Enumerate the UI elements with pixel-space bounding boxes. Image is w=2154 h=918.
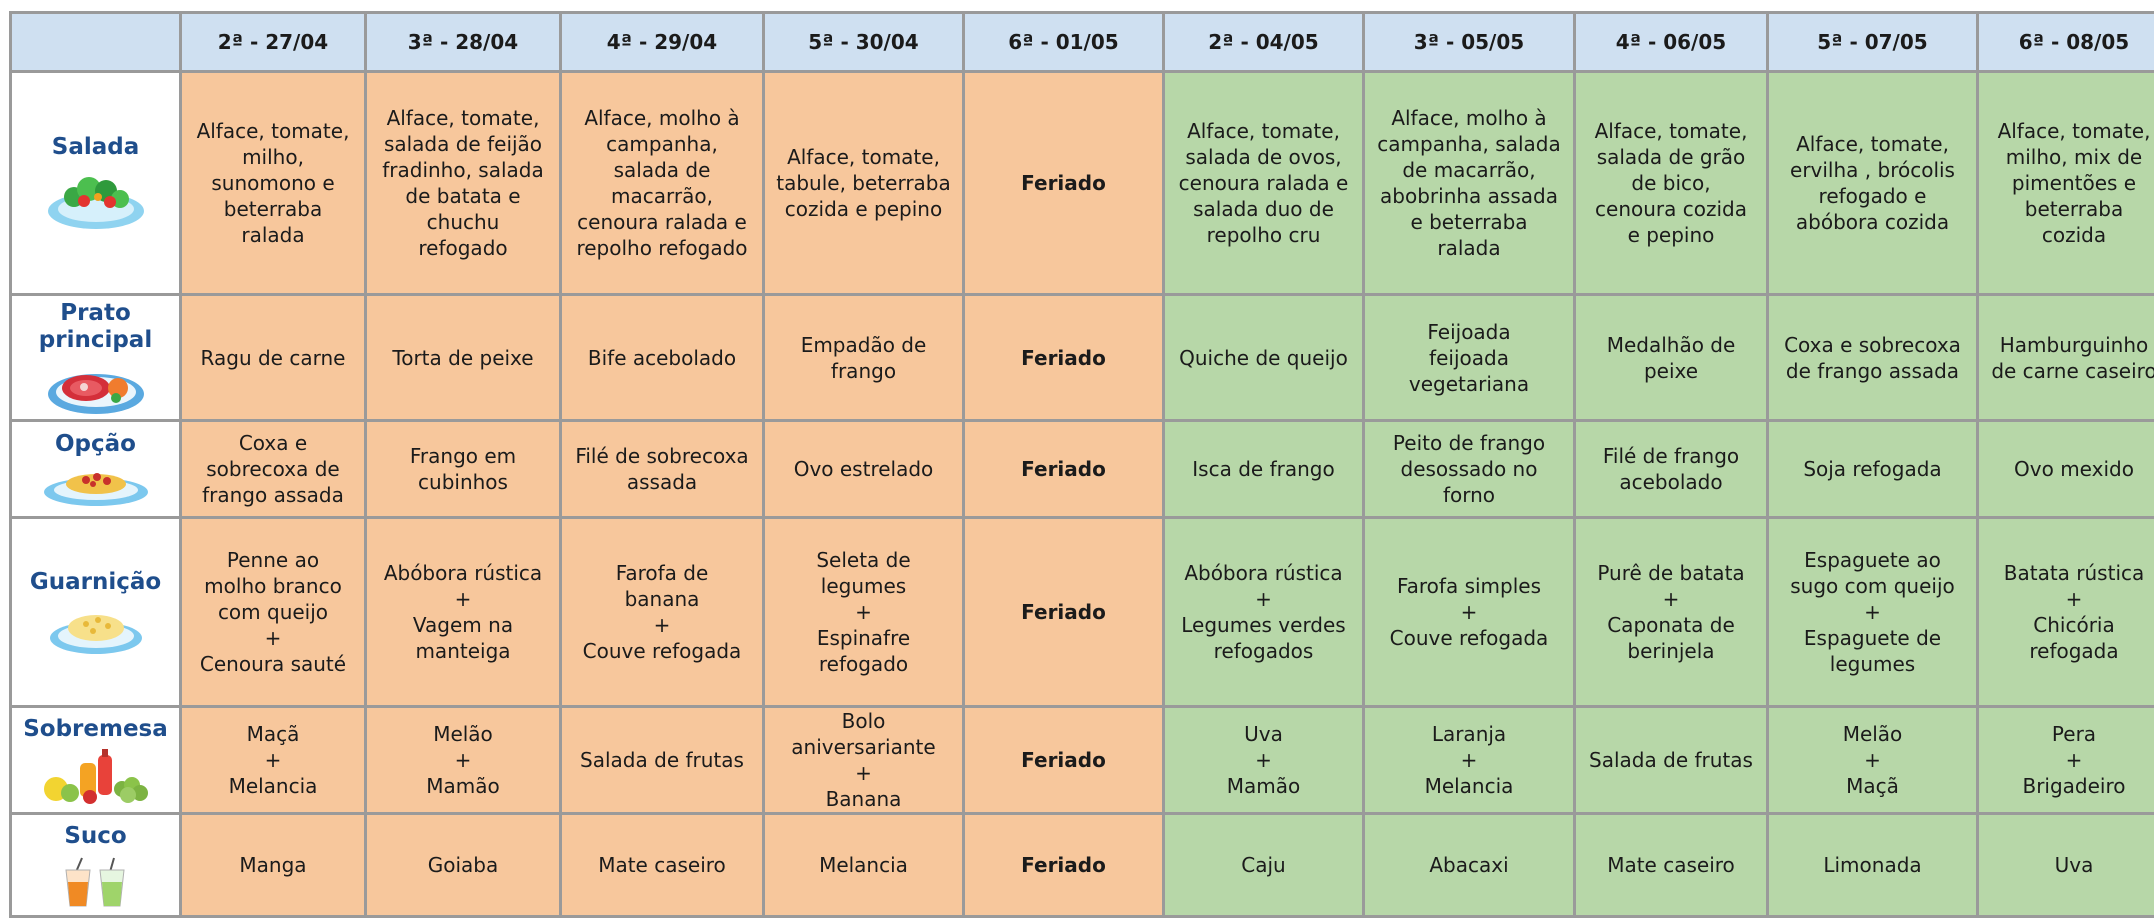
category-cell: Opção xyxy=(11,421,181,518)
menu-cell: Alface, tomate, milho, mix de pimentões … xyxy=(1978,72,2154,295)
header-corner xyxy=(11,13,181,72)
day-header: 3ª - 05/05 xyxy=(1364,13,1575,72)
menu-cell: Hamburguinho de carne caseiro xyxy=(1978,295,2154,421)
category-cell: Sobremesa xyxy=(11,707,181,814)
holiday-cell: Feriado xyxy=(964,295,1164,421)
category-cell: Suco xyxy=(11,814,181,917)
menu-cell: Alface, tomate, ervilha , brócolis refog… xyxy=(1768,72,1978,295)
menu-cell: Ragu de carne xyxy=(181,295,366,421)
menu-cell: Soja refogada xyxy=(1768,421,1978,518)
menu-cell: Seleta de legumes + Espinafre refogado xyxy=(764,518,964,707)
menu-cell: Abóbora rústica + Vagem na manteiga xyxy=(366,518,561,707)
category-label: Prato principal xyxy=(18,300,173,354)
pasta-plate-icon xyxy=(41,464,151,508)
menu-cell: Salada de frutas xyxy=(561,707,764,814)
menu-cell: Alface, tomate, milho, sunomono e beterr… xyxy=(181,72,366,295)
menu-cell: Espaguete ao sugo com queijo + Espaguete… xyxy=(1768,518,1978,707)
day-header: 6ª - 01/05 xyxy=(964,13,1164,72)
category-label: Sobremesa xyxy=(18,716,173,743)
category-cell: Salada xyxy=(11,72,181,295)
menu-cell: Farofa simples + Couve refogada xyxy=(1364,518,1575,707)
day-header: 2ª - 04/05 xyxy=(1164,13,1364,72)
category-label: Opção xyxy=(18,431,173,458)
holiday-cell: Feriado xyxy=(964,72,1164,295)
menu-cell: Melão + Maçã xyxy=(1768,707,1978,814)
menu-cell: Ovo estrelado xyxy=(764,421,964,518)
holiday-cell: Feriado xyxy=(964,518,1164,707)
menu-row-suco: Suco Manga Goiaba Mate caseiro Melancia … xyxy=(11,814,2154,917)
holiday-cell: Feriado xyxy=(964,421,1164,518)
menu-cell: Peito de frango desossado no forno xyxy=(1364,421,1575,518)
menu-cell: Bolo aniversariante + Banana xyxy=(764,707,964,814)
category-label: Guarnição xyxy=(18,569,173,596)
menu-row-prato-principal: Prato principal Ragu de carne Torta de p… xyxy=(11,295,2154,421)
menu-cell: Medalhão de peixe xyxy=(1575,295,1768,421)
menu-cell: Manga xyxy=(181,814,366,917)
menu-cell: Abóbora rústica + Legumes verdes refogad… xyxy=(1164,518,1364,707)
menu-cell: Laranja + Melancia xyxy=(1364,707,1575,814)
menu-cell: Torta de peixe xyxy=(366,295,561,421)
menu-cell: Quiche de queijo xyxy=(1164,295,1364,421)
day-header: 5ª - 07/05 xyxy=(1768,13,1978,72)
menu-cell: Alface, molho à campanha, salada de maca… xyxy=(1364,72,1575,295)
day-header: 6ª - 08/05 xyxy=(1978,13,2154,72)
menu-row-salada: Salada Alface, tomate, milho, sunomono e… xyxy=(11,72,2154,295)
menu-cell: Isca de frango xyxy=(1164,421,1364,518)
menu-cell: Alface, tomate, salada de grão de bico, … xyxy=(1575,72,1768,295)
weekly-menu-frame: 2ª - 27/04 3ª - 28/04 4ª - 29/04 5ª - 30… xyxy=(9,11,2154,918)
menu-cell: Feijoada feijoada vegetariana xyxy=(1364,295,1575,421)
menu-cell: Batata rústica + Chicória refogada xyxy=(1978,518,2154,707)
fruits-icon xyxy=(36,749,156,805)
day-header: 2ª - 27/04 xyxy=(181,13,366,72)
header-row: 2ª - 27/04 3ª - 28/04 4ª - 29/04 5ª - 30… xyxy=(11,13,2154,72)
menu-cell: Farofa de banana + Couve refogada xyxy=(561,518,764,707)
menu-row-opcao: Opção Coxa e sobrecoxa de frango assada … xyxy=(11,421,2154,518)
menu-cell: Melancia xyxy=(764,814,964,917)
salad-plate-icon xyxy=(44,167,148,233)
menu-cell: Ovo mexido xyxy=(1978,421,2154,518)
weekly-menu-table: 2ª - 27/04 3ª - 28/04 4ª - 29/04 5ª - 30… xyxy=(9,11,2154,918)
menu-cell: Alface, molho à campanha, salada de maca… xyxy=(561,72,764,295)
category-cell: Guarnição xyxy=(11,518,181,707)
menu-cell: Caju xyxy=(1164,814,1364,917)
menu-cell: Mate caseiro xyxy=(1575,814,1768,917)
menu-cell: Melão + Mamão xyxy=(366,707,561,814)
menu-cell: Purê de batata + Caponata de berinjela xyxy=(1575,518,1768,707)
menu-cell: Alface, tomate, salada de ovos, cenoura … xyxy=(1164,72,1364,295)
menu-cell: Bife acebolado xyxy=(561,295,764,421)
menu-row-sobremesa: Sobremesa Maçã + Melancia xyxy=(11,707,2154,814)
menu-row-guarnicao: Guarnição Penne ao molho branco com quei… xyxy=(11,518,2154,707)
menu-cell: Alface, tomate, salada de feijão fradinh… xyxy=(366,72,561,295)
menu-cell: Pera + Brigadeiro xyxy=(1978,707,2154,814)
menu-cell: Uva xyxy=(1978,814,2154,917)
category-label: Salada xyxy=(18,134,173,161)
menu-cell: Limonada xyxy=(1768,814,1978,917)
day-header: 4ª - 06/05 xyxy=(1575,13,1768,72)
day-header: 4ª - 29/04 xyxy=(561,13,764,72)
holiday-cell: Feriado xyxy=(964,814,1164,917)
day-header: 5ª - 30/04 xyxy=(764,13,964,72)
menu-cell: Coxa e sobrecoxa de frango assada xyxy=(1768,295,1978,421)
menu-cell: Frango em cubinhos xyxy=(366,421,561,518)
menu-cell: Penne ao molho branco com queijo + Cenou… xyxy=(181,518,366,707)
menu-cell: Filé de sobrecoxa assada xyxy=(561,421,764,518)
menu-cell: Coxa e sobrecoxa de frango assada xyxy=(181,421,366,518)
steak-plate-icon xyxy=(44,360,148,416)
menu-cell: Filé de frango acebolado xyxy=(1575,421,1768,518)
menu-cell: Mate caseiro xyxy=(561,814,764,917)
menu-cell: Alface, tomate, tabule, beterraba cozida… xyxy=(764,72,964,295)
menu-cell: Empadão de frango xyxy=(764,295,964,421)
menu-cell: Uva + Mamão xyxy=(1164,707,1364,814)
juice-glasses-icon xyxy=(56,856,136,908)
rice-plate-icon xyxy=(46,602,146,656)
menu-cell: Maçã + Melancia xyxy=(181,707,366,814)
menu-cell: Abacaxi xyxy=(1364,814,1575,917)
category-cell: Prato principal xyxy=(11,295,181,421)
category-label: Suco xyxy=(18,823,173,850)
menu-cell: Goiaba xyxy=(366,814,561,917)
day-header: 3ª - 28/04 xyxy=(366,13,561,72)
holiday-cell: Feriado xyxy=(964,707,1164,814)
menu-cell: Salada de frutas xyxy=(1575,707,1768,814)
